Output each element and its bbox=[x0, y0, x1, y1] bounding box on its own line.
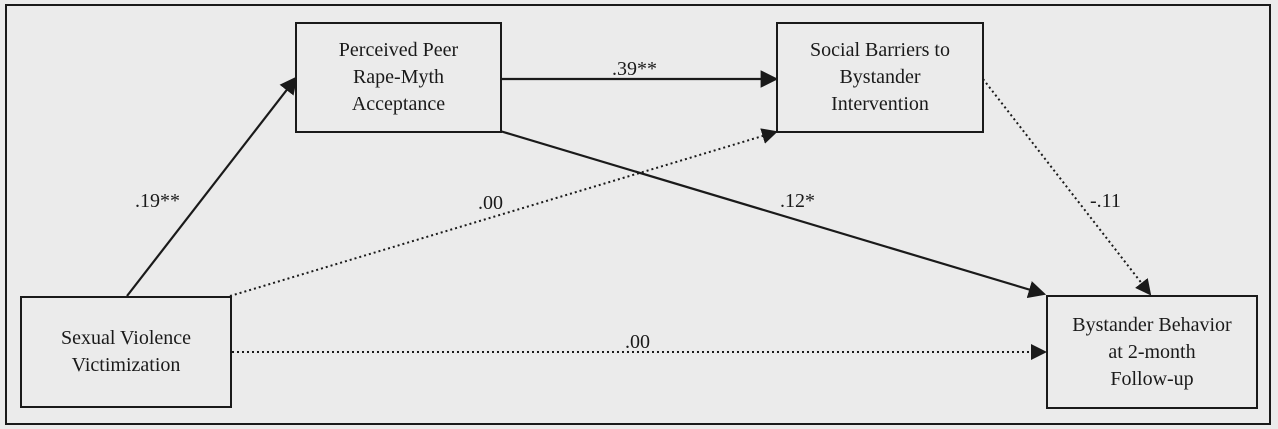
coefficient-peer-rma-to-bystander-behavior: .12* bbox=[780, 190, 815, 212]
arrow-victimization-to-social-barriers bbox=[229, 128, 778, 297]
node-label-line: Bystander Behavior bbox=[1072, 313, 1232, 336]
coefficient-victimization-to-social-barriers: .00 bbox=[478, 192, 503, 214]
coefficient-peer-rma-to-social-barriers: .39** bbox=[612, 58, 657, 80]
node-label-line: Sexual Violence bbox=[60, 327, 192, 349]
node-perceived-peer-rape-myth-acceptance: Perceived Peer Rape-Myth Acceptance bbox=[295, 22, 502, 133]
node-label-line: Follow-up bbox=[1110, 367, 1194, 390]
node-social-barriers-to-bystander-intervention: Social Barriers to Bystander Interventio… bbox=[776, 22, 984, 133]
node-label-line: Acceptance bbox=[351, 93, 446, 115]
arrow-victimization-to-peer-rma bbox=[126, 76, 298, 297]
coefficient-victimization-to-peer-rma: .19** bbox=[135, 190, 180, 212]
arrow-social-barriers-to-bystander-behavior bbox=[982, 78, 1152, 296]
node-label-line: Social Barriers to bbox=[810, 39, 950, 61]
node-bystander-behavior-follow-up: Bystander Behavior at 2-month Follow-up bbox=[1046, 295, 1258, 409]
node-label-line: at 2-month bbox=[1108, 340, 1196, 363]
coefficient-victimization-to-bystander-behavior: .00 bbox=[625, 331, 650, 353]
node-label-line: Victimization bbox=[71, 354, 181, 376]
node-label-line: Perceived Peer bbox=[338, 39, 459, 61]
node-label-line: Rape-Myth bbox=[352, 66, 445, 88]
arrow-peer-rma-to-bystander-behavior bbox=[499, 129, 1047, 299]
coefficient-social-barriers-to-bystander-behavior: -.11 bbox=[1090, 190, 1121, 212]
node-sexual-violence-victimization: Sexual Violence Victimization bbox=[20, 296, 232, 408]
node-label-line: Bystander bbox=[839, 66, 921, 88]
node-label-line: Intervention bbox=[831, 93, 929, 115]
